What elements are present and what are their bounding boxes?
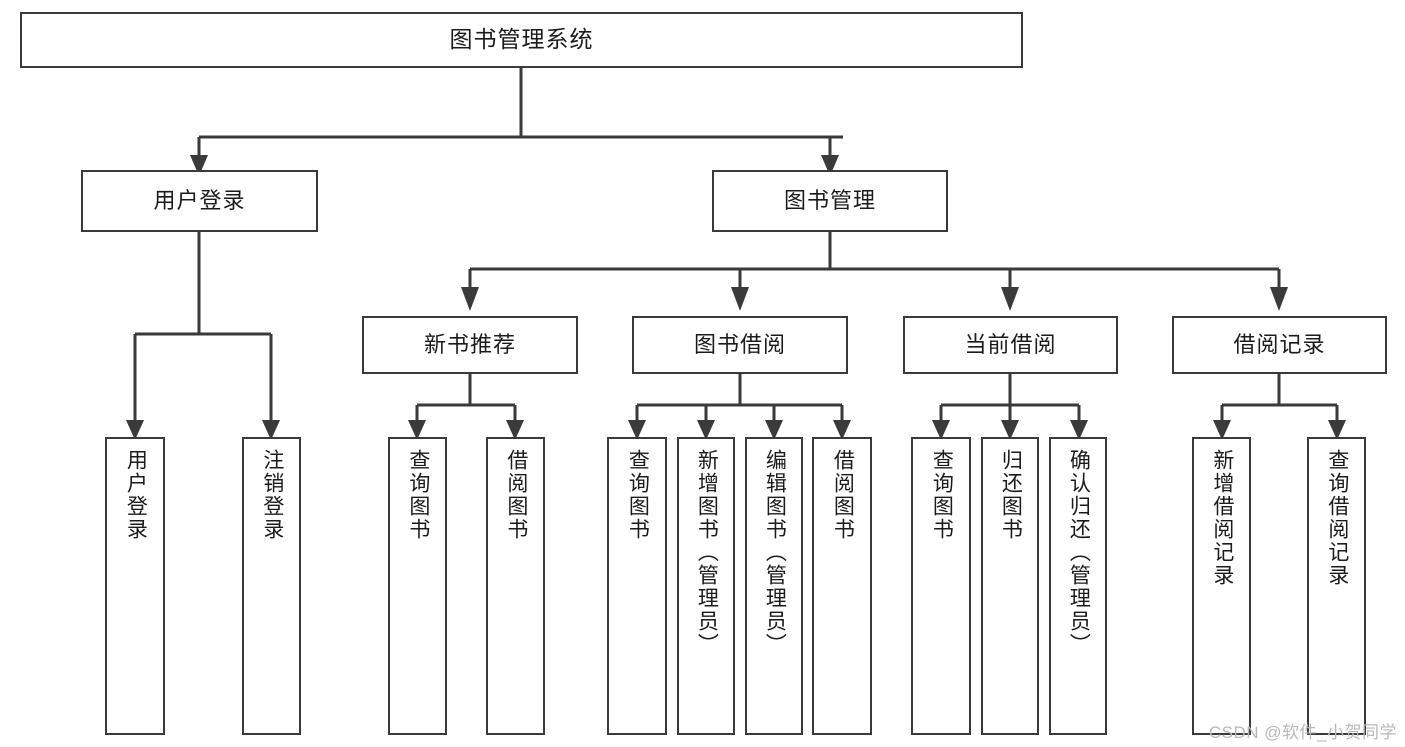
node-book-management[interactable]: 图书管理	[712, 170, 948, 232]
node-book-borrow[interactable]: 图书借阅	[632, 316, 848, 374]
node-label: 查询图书	[626, 449, 650, 541]
leaf-new-book-query[interactable]: 查询图书	[388, 437, 447, 735]
node-label: 图书管理	[783, 187, 876, 213]
node-current-borrow[interactable]: 当前借阅	[903, 316, 1118, 374]
node-label: 用户登录	[153, 187, 246, 213]
node-label: 新增借阅记录	[1210, 449, 1234, 587]
leaf-new-book-borrow[interactable]: 借阅图书	[486, 437, 545, 735]
node-label: 当前借阅	[964, 331, 1057, 357]
leaf-book-borrow-add[interactable]: 新增图书（管理员）	[677, 437, 735, 735]
leaf-borrow-record-add[interactable]: 新增借阅记录	[1192, 437, 1251, 735]
node-label: 确认归还（管理员）	[1067, 449, 1091, 656]
node-borrow-record[interactable]: 借阅记录	[1172, 316, 1387, 374]
node-label: 图书借阅	[693, 331, 786, 357]
leaf-book-borrow-edit[interactable]: 编辑图书（管理员）	[745, 437, 803, 735]
leaf-user-login-logout[interactable]: 注销登录	[242, 437, 301, 735]
node-label: 查询借阅记录	[1325, 449, 1349, 587]
node-new-book-recommend[interactable]: 新书推荐	[362, 316, 578, 374]
node-label: 查询图书	[406, 449, 430, 541]
leaf-current-borrow-return[interactable]: 归还图书	[981, 437, 1039, 735]
leaf-user-login-login[interactable]: 用户登录	[105, 437, 165, 735]
leaf-borrow-record-query[interactable]: 查询借阅记录	[1307, 437, 1366, 735]
node-label: 借阅记录	[1233, 331, 1326, 357]
node-label: 用户登录	[124, 449, 148, 541]
node-label: 查询图书	[930, 449, 954, 541]
node-label: 注销登录	[260, 449, 284, 541]
watermark: CSDN @软件_小贺同学	[1208, 723, 1397, 742]
node-root-library-system[interactable]: 图书管理系统	[20, 12, 1023, 68]
node-label: 借阅图书	[504, 449, 528, 541]
leaf-current-borrow-query[interactable]: 查询图书	[911, 437, 971, 735]
leaf-book-borrow-query[interactable]: 查询图书	[607, 437, 667, 735]
node-label: 图书管理系统	[449, 26, 594, 53]
node-label: 编辑图书（管理员）	[763, 449, 787, 656]
node-label: 新书推荐	[423, 331, 516, 357]
leaf-current-borrow-confirm-return[interactable]: 确认归还（管理员）	[1049, 437, 1107, 735]
node-label: 归还图书	[999, 449, 1023, 541]
node-label: 新增图书（管理员）	[695, 449, 719, 656]
node-label: 借阅图书	[831, 449, 855, 541]
leaf-book-borrow-borrow[interactable]: 借阅图书	[812, 437, 872, 735]
node-user-login[interactable]: 用户登录	[81, 170, 318, 232]
